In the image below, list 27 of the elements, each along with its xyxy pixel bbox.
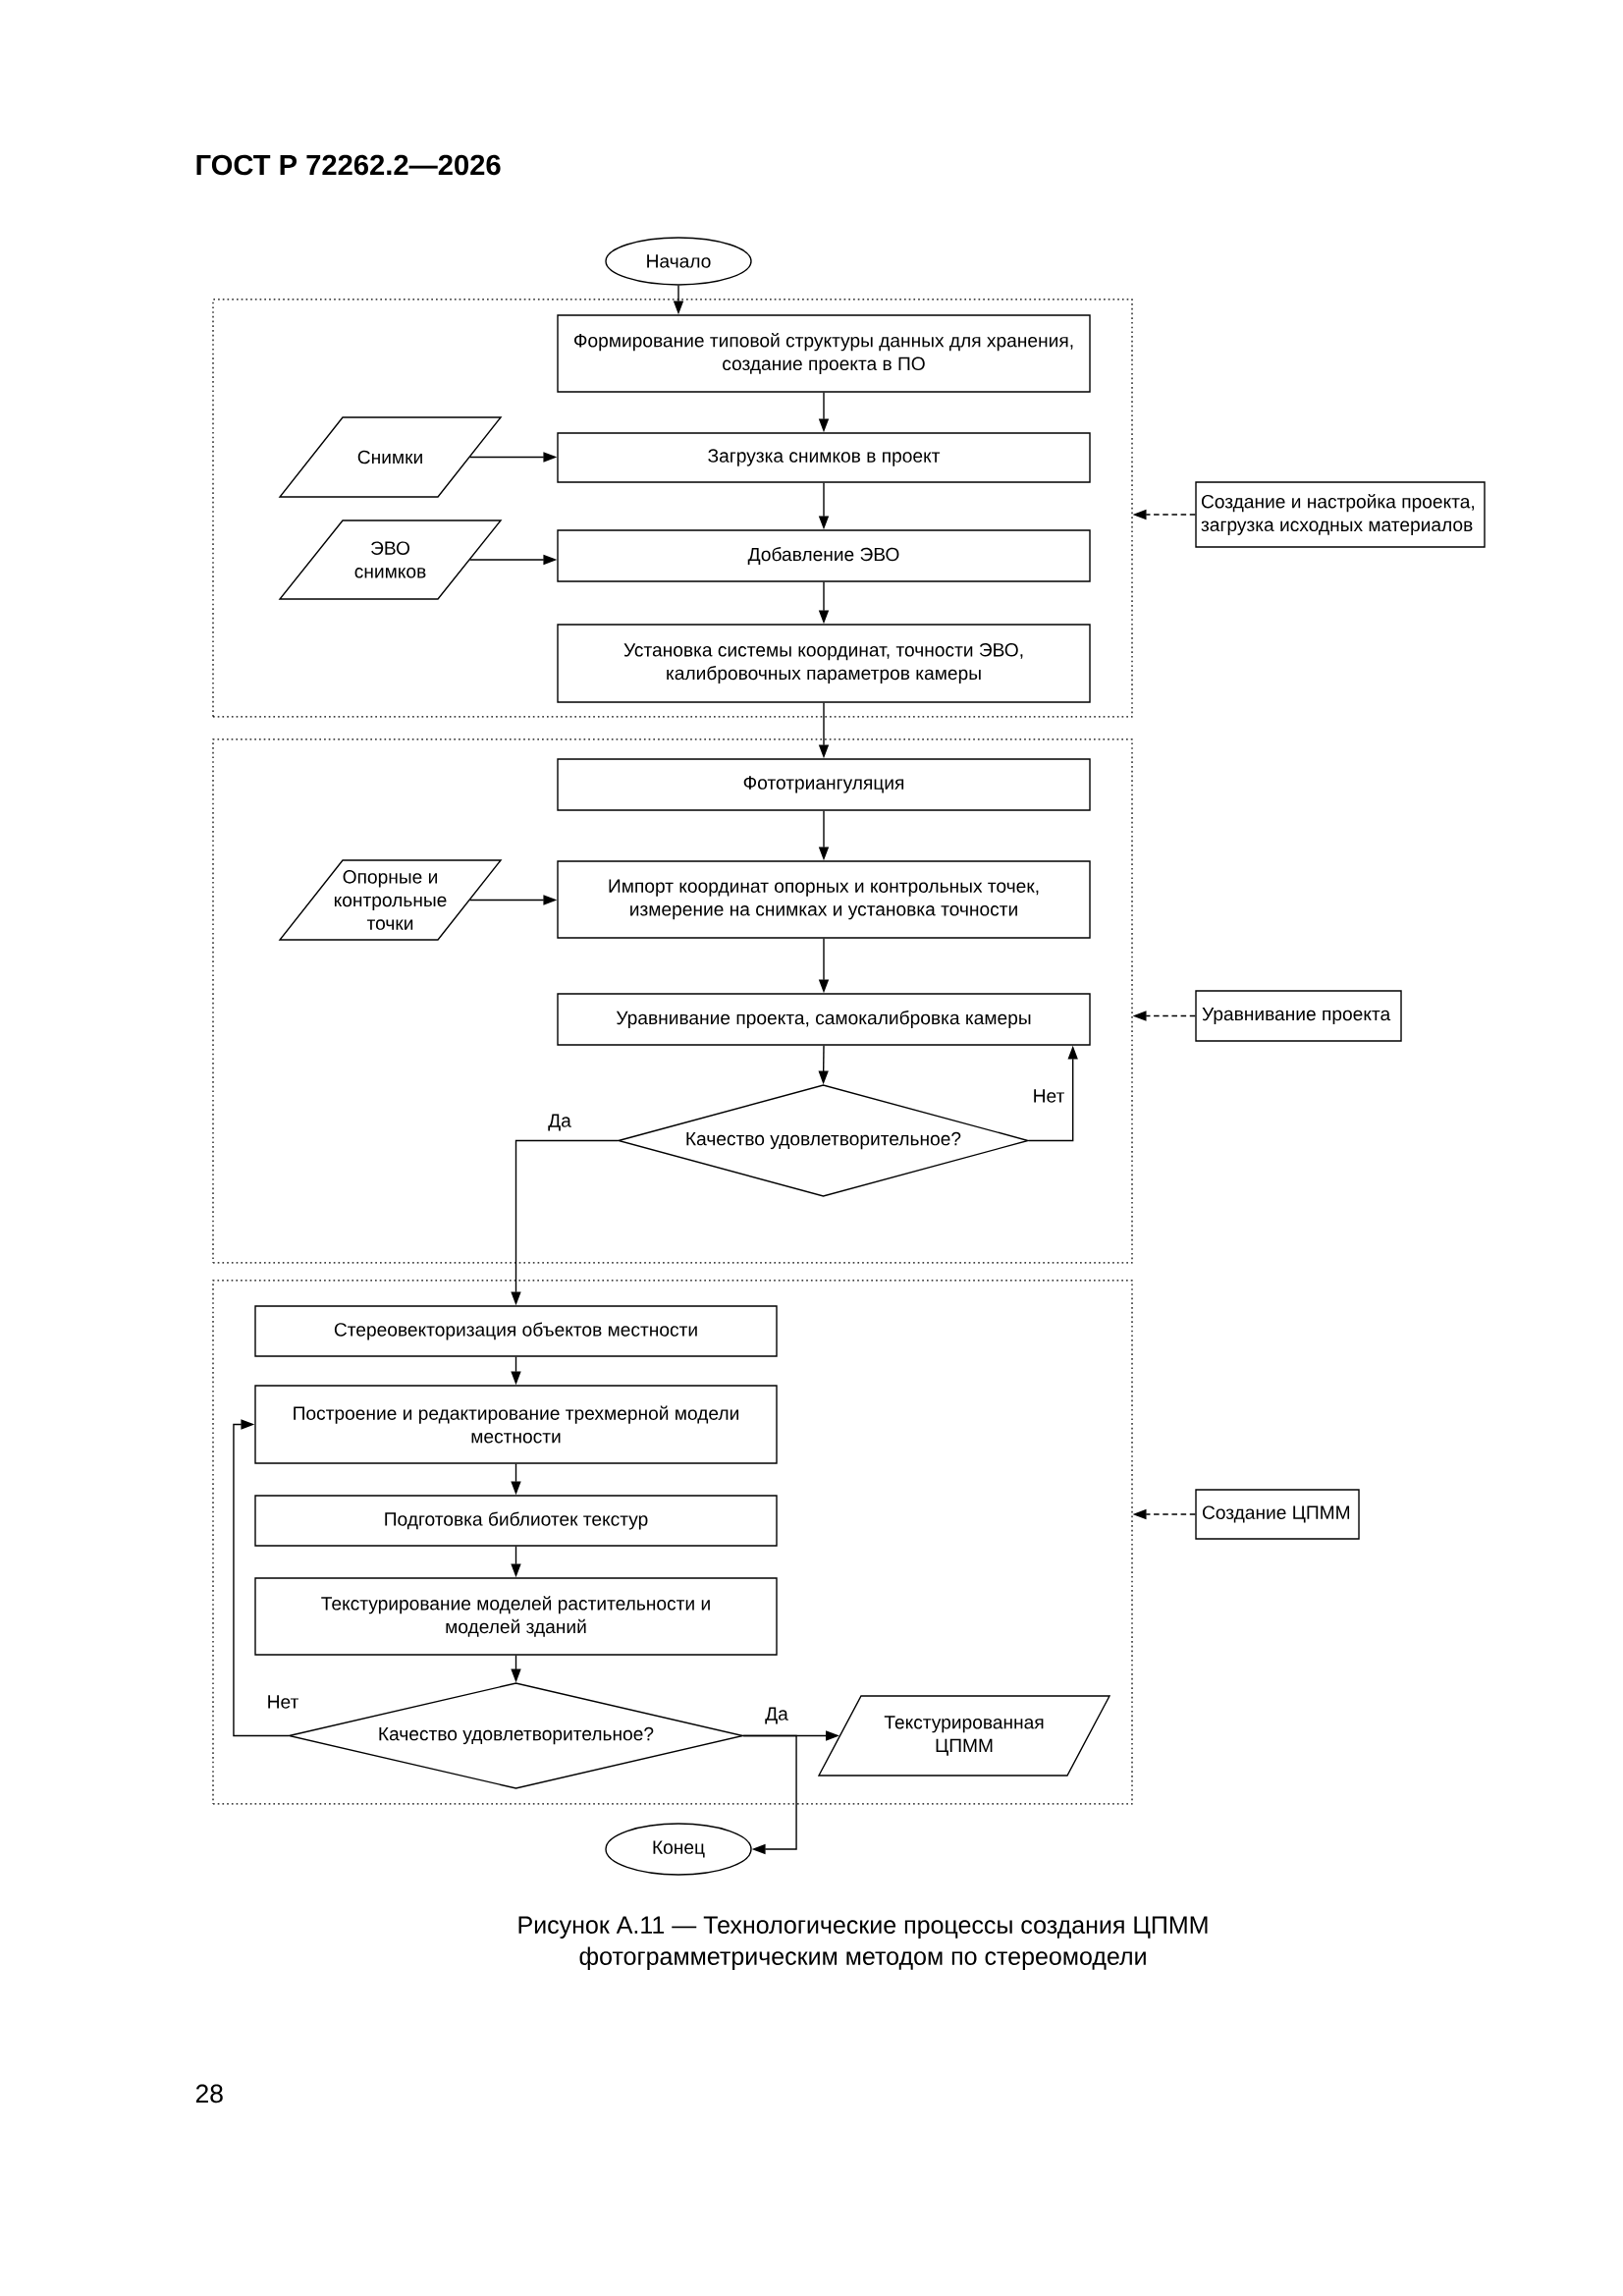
page-number: 28 — [195, 2084, 223, 2104]
note-box: Создание и настройка проекта, загрузка исходных материалов — [1195, 481, 1486, 548]
process-box: Импорт координат опорных и контрольных точек, измерение на снимках и установка точности — [557, 860, 1091, 939]
terminal-oval: Начало — [605, 237, 752, 286]
process-box: Фототриангуляция — [557, 758, 1091, 811]
process-box: Подготовка библиотек текстур — [254, 1495, 778, 1547]
process-box: Установка системы координат, точности ЭВО, калибровочных параметров камеры — [557, 624, 1091, 703]
process-box: Формирование типовой структуры данных для хранения, создание проекта в ПО — [557, 314, 1091, 393]
dotted-frame — [212, 738, 1133, 1264]
dotted-frame — [212, 299, 1133, 718]
process-box: Текстурирование моделей растительности и моделей зданий — [254, 1577, 778, 1656]
terminal-oval: Конец — [605, 1823, 752, 1876]
arrow — [742, 1734, 797, 1855]
dotted-frame — [212, 1280, 1133, 1805]
process-box: Стереовекторизация объектов местности — [254, 1305, 778, 1357]
edge-label: Нет — [1029, 1086, 1068, 1106]
process-box: Загрузка снимков в проект — [557, 432, 1091, 483]
edge-label: Да — [762, 1704, 791, 1727]
arrow — [233, 1419, 290, 1737]
process-box: Уравнивание проекта, самокалибровка камеры — [557, 993, 1091, 1046]
process-box: Построение и редактирование трехмерной модели местности — [254, 1385, 778, 1464]
running-head: ГОСТ Р 72262.2—2026 — [196, 154, 501, 176]
figure-caption: Рисунок А.11 — Технологические процессы создания ЦПММ фотограмметрическим методом по стереомодели — [518, 1916, 1208, 1970]
process-box: Добавление ЭВО — [557, 529, 1091, 582]
note-box: Уравнивание проекта — [1195, 990, 1402, 1042]
note-box: Создание ЦПММ — [1195, 1489, 1360, 1540]
edge-label: Да — [545, 1111, 574, 1134]
